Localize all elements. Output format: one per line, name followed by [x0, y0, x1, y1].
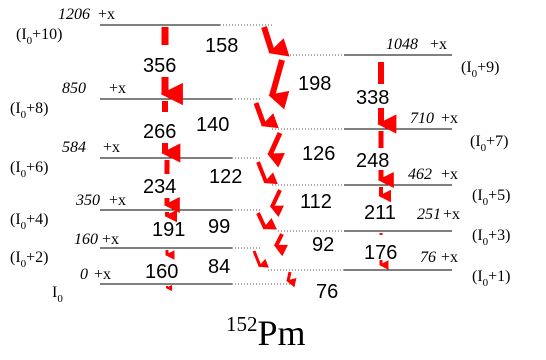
level-offset: +x	[430, 36, 447, 53]
level-offset: +x	[443, 206, 460, 223]
level-left-160: 160 +x (I0+2)	[10, 231, 262, 270]
level-right-1048: 1048 +x (I0+9)	[284, 36, 500, 80]
level-energy: 1206	[58, 6, 90, 23]
spin-label: (I0+5)	[472, 187, 511, 208]
nucleus-label: 152Pm	[226, 312, 306, 353]
level-offset: +x	[102, 231, 119, 248]
spin-label: (I0+6)	[10, 159, 49, 180]
left-band: 1206 +x (I0+10) 850 +x (I0+8) 584 +x (I0…	[10, 6, 290, 305]
level-energy: 350	[75, 192, 100, 209]
gamma-energy-label: 92	[312, 234, 334, 256]
right-band: 1048 +x (I0+9) 710 +x (I0+7) 462 +x (I0+…	[268, 36, 511, 289]
gamma-energy-label: 126	[302, 143, 335, 165]
level-left-0: 0 +x I0	[52, 266, 290, 305]
gamma-energy-label: 211	[364, 202, 396, 224]
level-energy: 850	[62, 80, 86, 97]
spin-label: (I0+9)	[461, 59, 500, 80]
gamma-energy-label: 248	[356, 150, 389, 172]
level-right-710: 710 +x (I0+7)	[272, 110, 509, 154]
gamma-arrow	[267, 131, 285, 168]
gamma-energy-label: 112	[300, 191, 332, 213]
gamma-energy-label: 356	[143, 55, 176, 77]
nucleus-symbol: Pm	[258, 313, 306, 353]
spin-label: (I0+3)	[472, 227, 511, 248]
gamma-energy-label: 122	[209, 166, 242, 188]
level-energy: 1048	[386, 36, 418, 53]
level-right-76: 76 +x (I0+1)	[268, 249, 511, 289]
level-energy: 251	[417, 206, 441, 223]
level-offset: +x	[103, 139, 120, 156]
level-offset: +x	[441, 249, 458, 266]
level-offset: +x	[98, 6, 115, 23]
level-offset: +x	[109, 192, 126, 209]
level-offset: +x	[109, 80, 126, 97]
nucleus-mass: 152	[226, 312, 258, 336]
spin-label: (I0+8)	[10, 100, 49, 121]
gamma-arrow	[268, 59, 290, 110]
gamma-arrow	[269, 189, 284, 218]
gamma-energy-label: 176	[364, 242, 397, 264]
gamma-labels: 356 266 234 191 160 338 248 211 176 158 …	[143, 35, 397, 303]
level-energy: 462	[408, 166, 432, 183]
gamma-energy-label: 191	[152, 219, 185, 241]
spin-label: (I0+4)	[10, 211, 49, 232]
level-energy: 710	[410, 110, 434, 127]
level-energy: 0	[80, 266, 88, 283]
spin-label: (I0+7)	[470, 133, 509, 154]
gamma-arrow	[256, 161, 278, 185]
spin-label: I0	[52, 284, 63, 305]
gamma-energy-label: 160	[145, 261, 178, 283]
gamma-energy-label: 140	[196, 114, 229, 136]
level-energy: 584	[62, 139, 86, 156]
gamma-arrow	[286, 271, 297, 288]
gamma-arrow	[261, 26, 290, 57]
gamma-energy-label: 234	[143, 176, 176, 198]
spin-label: (I0+1)	[472, 268, 511, 289]
crossing-transitions-down	[252, 26, 290, 268]
gamma-energy-label: 84	[208, 256, 230, 278]
gamma-energy-label: 76	[316, 281, 338, 303]
gamma-energy-label: 266	[143, 121, 176, 143]
spin-label: (I0+2)	[10, 249, 49, 270]
level-offset: +x	[441, 110, 458, 127]
level-offset: +x	[94, 266, 111, 283]
level-right-462: 462 +x (I0+5)	[272, 166, 511, 208]
gamma-arrow	[253, 102, 279, 129]
gamma-arrow	[273, 233, 289, 257]
level-right-251: 251 +x (I0+3)	[278, 206, 511, 248]
level-energy: 76	[420, 249, 436, 266]
gamma-arrow	[256, 212, 277, 230]
level-left-584: 584 +x (I0+6)	[10, 139, 262, 180]
level-left-1206: 1206 +x (I0+10)	[16, 6, 272, 47]
gamma-arrow	[252, 250, 269, 268]
spin-label: (I0+10)	[16, 26, 63, 47]
left-inband-transitions	[160, 27, 183, 292]
level-offset: +x	[441, 166, 458, 183]
gamma-energy-label: 158	[205, 35, 238, 57]
crossing-transitions-up	[267, 59, 297, 288]
gamma-energy-label: 99	[208, 216, 230, 238]
level-left-850: 850 +x (I0+8)	[10, 80, 262, 121]
gamma-energy-label: 338	[356, 87, 389, 109]
level-energy: 160	[74, 231, 98, 248]
gamma-energy-label: 198	[298, 73, 331, 95]
